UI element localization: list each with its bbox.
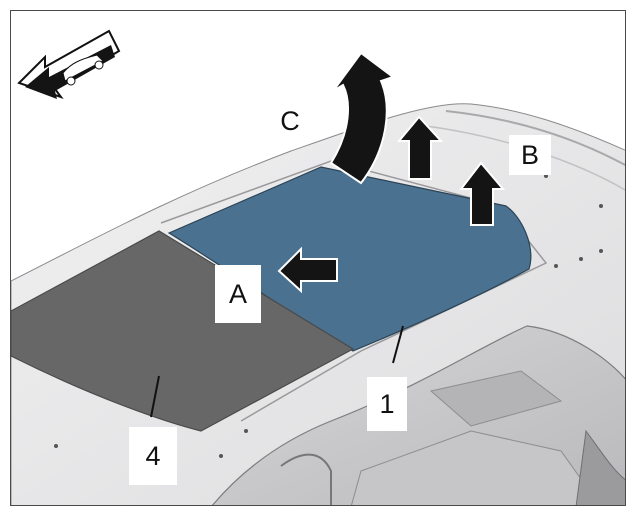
arrow-a-icon [277,246,338,294]
callout-4: 4 [129,427,177,485]
callout-1: 1 [367,377,407,431]
pillar [575,429,625,505]
leader-line-4 [150,375,160,418]
interior-structure-2 [429,370,563,427]
roof-illustration [11,29,625,505]
callout-a: A [215,265,261,323]
arrow-b-upper-icon [396,115,444,180]
arrow-b-lower-icon [458,161,506,226]
fastener-dots [54,174,603,458]
callout-b: B [509,135,551,175]
roof-rail [445,110,625,167]
diagram-frame: C B A 1 4 [10,10,626,506]
arrow-c-icon [329,51,396,185]
callout-c: C [275,104,305,138]
door-frame [280,453,332,505]
sliding-panel [11,230,355,432]
front-direction-car-arrow-icon [17,29,121,99]
leader-line-1 [392,325,404,364]
